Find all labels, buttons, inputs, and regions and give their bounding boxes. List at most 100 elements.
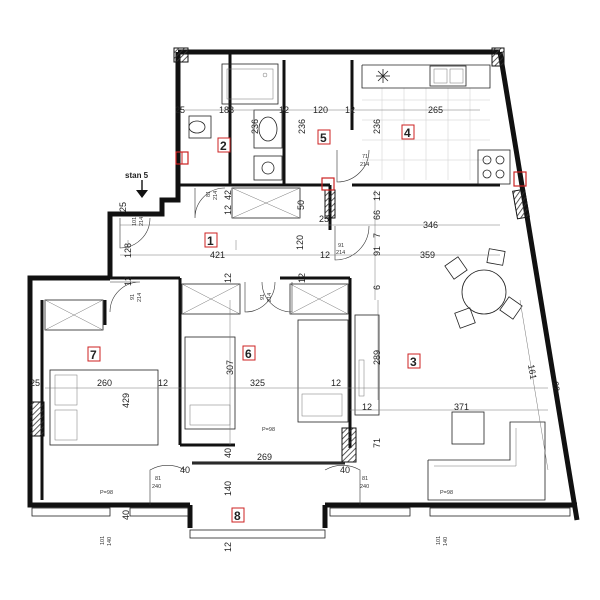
dim-label: 269 (257, 452, 272, 462)
dim-label: 236 (297, 119, 307, 134)
door-swings (109, 149, 370, 505)
dim-label: 12 (279, 105, 289, 115)
window-height: 240 (360, 484, 369, 490)
dim-label: 421 (210, 250, 225, 260)
dim-label: 91 (372, 246, 382, 256)
dim-label: 236 (372, 119, 382, 134)
dimension-labels: 25 188 12 120 12 265 236 236 236 25 128 … (30, 105, 562, 552)
sill-height: 140 (443, 537, 449, 546)
parapet-label: P=98 (100, 490, 113, 496)
dim-label: 40 (340, 465, 350, 475)
column-hatch (173, 47, 189, 63)
door-height: 214 (213, 191, 219, 200)
apartment-label: stan 5 (125, 171, 149, 180)
column-hatch (491, 47, 505, 67)
living-furniture (354, 314, 546, 501)
dim-label: 346 (423, 220, 438, 230)
dim-label: 128 (123, 243, 133, 258)
dim-label: 371 (454, 402, 469, 412)
dim-label: 40 (180, 465, 190, 475)
dim-label: 25 (175, 105, 185, 115)
dim-label: 40 (223, 448, 233, 458)
entrance-arrow-head (136, 190, 148, 198)
sill-height: 140 (107, 537, 113, 546)
dim-label: 12 (331, 378, 341, 388)
room-number-3: 3 (410, 355, 417, 369)
column-hatch (29, 401, 45, 437)
door-width: 101 (132, 217, 138, 226)
windows (31, 507, 571, 539)
dim-label: 12 (223, 542, 233, 552)
door-height: 214 (139, 217, 145, 226)
dim-label: 12 (372, 191, 382, 201)
dim-label: 42 (223, 190, 233, 200)
room-number-4: 4 (404, 126, 411, 140)
door-height: 214 (360, 162, 369, 168)
parapet-label: P=98 (440, 490, 453, 496)
window-height: 240 (152, 484, 161, 490)
room-number-5: 5 (320, 131, 327, 145)
door-height: 214 (267, 293, 273, 302)
dim-label: 359 (420, 250, 435, 260)
dimension-lines (45, 109, 549, 471)
shaft-marker (321, 177, 335, 191)
bathroom-fixtures (188, 63, 283, 181)
dim-label: 289 (372, 350, 382, 365)
door-width: 71 (362, 154, 368, 160)
dim-label: 429 (121, 393, 131, 408)
dim-label: 140 (223, 481, 233, 496)
room-number-6: 6 (245, 347, 252, 361)
dining-table (444, 248, 523, 329)
dim-label: 40 (121, 510, 131, 520)
room-number-7: 7 (90, 348, 97, 362)
dim-label: 12 (362, 402, 372, 412)
room-number-1: 1 (207, 234, 214, 248)
room-number-2: 2 (220, 139, 227, 153)
door-width: 81 (206, 191, 212, 197)
dim-label: 236 (250, 119, 260, 134)
dim-label: 325 (250, 378, 265, 388)
door-width: 91 (130, 294, 136, 300)
wardrobes (44, 187, 349, 331)
dim-label: 120 (295, 235, 305, 250)
dim-label: 66 (372, 210, 382, 220)
dim-label: 12 (223, 205, 233, 215)
dim-label: 12 (223, 273, 233, 283)
opening-labels: 71 214 81 214 101 214 91 214 91 214 91 2… (100, 154, 453, 546)
dim-label: 260 (97, 378, 112, 388)
dim-label: 12 (345, 105, 355, 115)
dim-label: 50 (296, 200, 306, 210)
kitchen-counter (361, 64, 511, 185)
parapet-label: P=98 (262, 427, 275, 433)
dim-label: 25 (118, 202, 128, 212)
door-width: 91 (260, 294, 266, 300)
sill-width: 101 (436, 536, 442, 545)
door-height: 214 (137, 293, 143, 302)
dim-label: 6 (372, 285, 382, 290)
dim-label: 188 (219, 105, 234, 115)
room-markers: 1 2 3 4 5 6 7 8 (87, 124, 421, 523)
window-width: 81 (155, 476, 161, 482)
window-width: 81 (362, 476, 368, 482)
sill-width: 101 (100, 536, 106, 545)
door-height: 214 (336, 250, 345, 256)
dim-label: 307 (225, 360, 235, 375)
dim-label: 12 (123, 276, 133, 286)
dim-label: 12 (320, 250, 330, 260)
interior-walls (40, 52, 500, 500)
dim-label: 7 (372, 233, 382, 238)
beds (49, 319, 349, 446)
dim-label: 25 (319, 214, 329, 224)
dim-label: 161 (526, 364, 538, 381)
shaft-marker (513, 171, 527, 187)
column-hatch (512, 188, 530, 220)
dim-label: 25 (30, 378, 40, 388)
column-hatch (341, 427, 357, 463)
dim-label: 71 (372, 438, 382, 448)
dim-label: 120 (313, 105, 328, 115)
dim-label: 12 (297, 273, 307, 283)
dim-label: 265 (428, 105, 443, 115)
dim-label: 12 (158, 378, 168, 388)
dim-label: 22 (550, 381, 562, 393)
